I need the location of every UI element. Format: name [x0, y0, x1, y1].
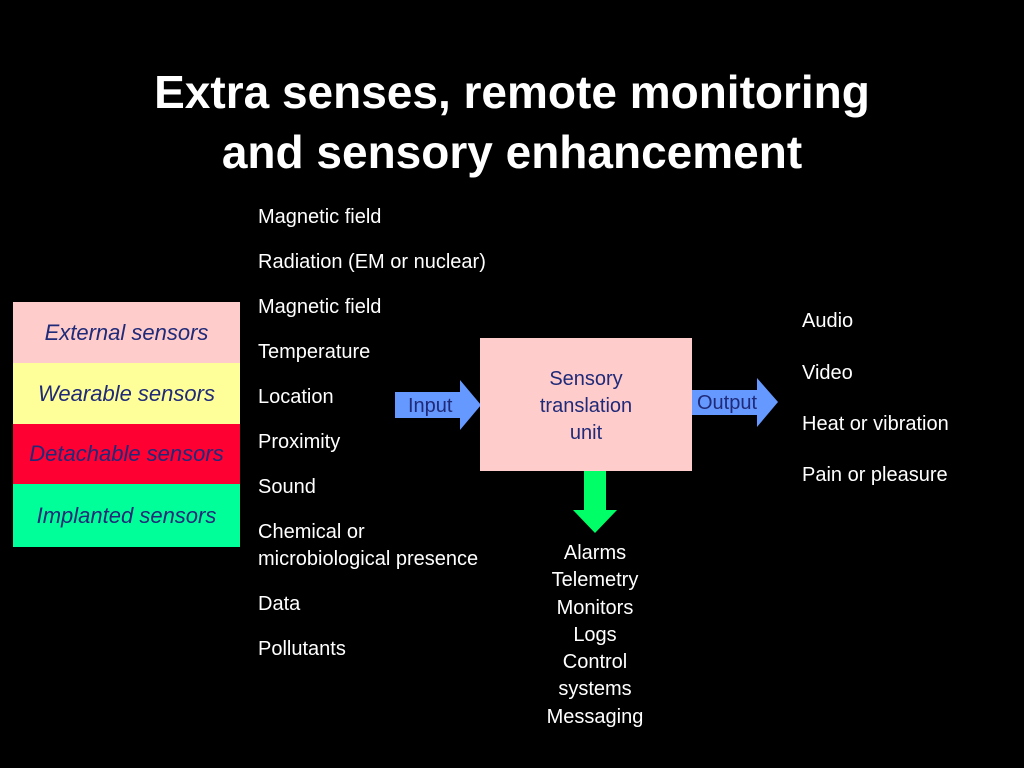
slide-title: Extra senses, remote monitoring and sens… [0, 62, 1024, 182]
title-line-1: Extra senses, remote monitoring [154, 66, 870, 118]
sensory-translation-unit: Sensory translation unit [480, 338, 692, 471]
input-item: Data [258, 593, 301, 615]
output-item: Pain or pleasure [802, 464, 948, 486]
output-arrow-label: Output [697, 392, 758, 414]
result-item: Alarms [563, 542, 627, 564]
output-item: Audio [802, 310, 854, 332]
result-item: Telemetry [551, 569, 639, 592]
output-item: Heat or vibration [802, 413, 949, 435]
sensor-types: External sensors Wearable sensors Detach… [13, 302, 240, 547]
input-item: Temperature [258, 341, 371, 363]
input-item: Radiation (EM or nuclear) [258, 251, 486, 273]
input-arrow-label: Input [408, 395, 453, 417]
input-item: microbiological presence [258, 548, 479, 570]
input-item: Location [258, 386, 334, 408]
input-item: Sound [258, 476, 316, 498]
output-item: Video [802, 362, 853, 384]
result-item: Messaging [546, 705, 644, 728]
down-arrow [573, 471, 617, 533]
sensor-detachable: Detachable sensors [13, 424, 240, 484]
sensor-external: External sensors [13, 302, 240, 363]
result-item: Control [562, 651, 628, 674]
result-list: Alarms Telemetry Monitors Logs Control s… [520, 540, 670, 731]
sensor-implanted: Implanted sensors [13, 484, 240, 547]
sensor-wearable: Wearable sensors [13, 363, 240, 424]
input-item: Chemical or [258, 521, 365, 543]
input-item: Pollutants [258, 638, 346, 660]
input-arrow [395, 380, 481, 430]
unit-line-2: translation [539, 395, 633, 417]
input-item: Magnetic field [258, 296, 382, 318]
result-item: Logs [573, 623, 617, 646]
output-arrow [692, 378, 778, 427]
result-item: systems [558, 678, 632, 701]
title-line-2: and sensory enhancement [221, 126, 803, 178]
result-item: Monitors [556, 596, 634, 619]
unit-line-1: Sensory [549, 368, 623, 390]
input-item: Magnetic field [258, 206, 382, 228]
input-item: Proximity [258, 431, 341, 453]
unit-line-3: unit [569, 422, 603, 444]
